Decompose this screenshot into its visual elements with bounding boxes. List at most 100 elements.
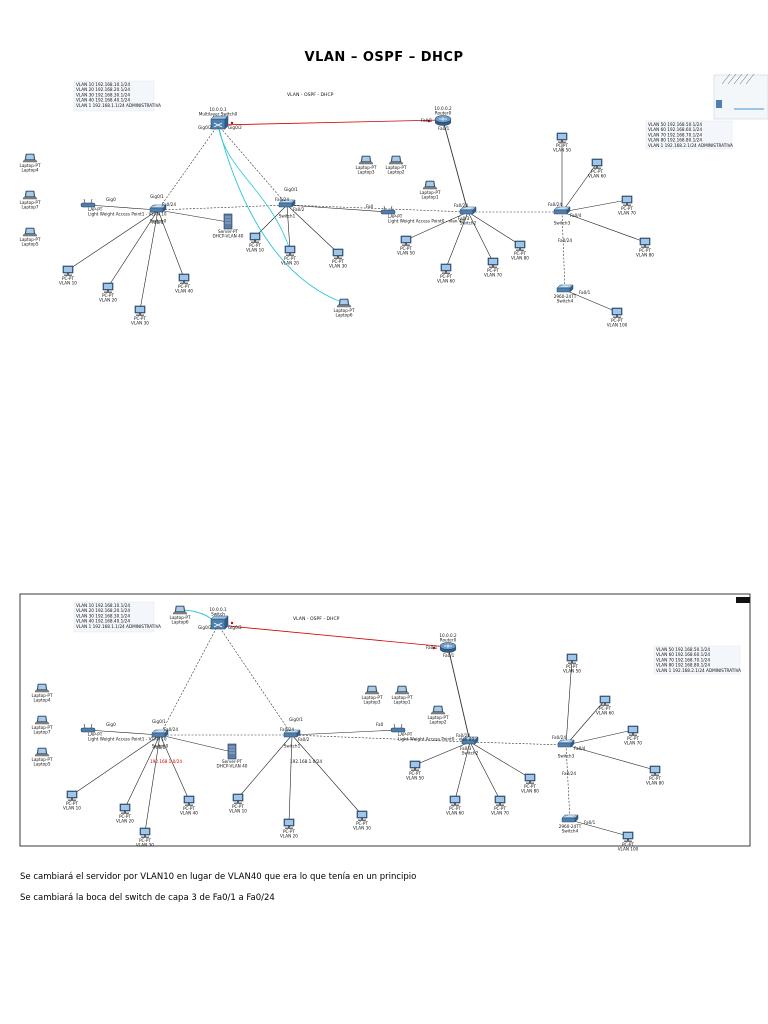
pc-icon[interactable] xyxy=(622,831,634,842)
port-label: Fa0/1 xyxy=(154,745,166,750)
server-icon[interactable] xyxy=(227,743,237,760)
laptop-icon[interactable] xyxy=(34,683,50,693)
port-label: Fa0/2 xyxy=(298,737,310,742)
pc-icon[interactable] xyxy=(283,818,295,829)
port-label: Gig0/1 xyxy=(152,719,166,724)
node-model-label: PC-PT xyxy=(514,251,526,256)
ap-icon[interactable] xyxy=(80,723,96,733)
node-name-label: VLAN 50 xyxy=(406,776,424,781)
laptop-icon[interactable] xyxy=(336,298,352,308)
node-model-label: PC-PT xyxy=(649,776,661,781)
switch-icon[interactable] xyxy=(557,739,575,748)
ap-icon[interactable] xyxy=(390,723,406,733)
switch-icon[interactable] xyxy=(556,284,574,293)
switch-icon[interactable] xyxy=(283,729,301,738)
pc-icon[interactable] xyxy=(332,248,344,259)
pc-icon[interactable] xyxy=(440,263,452,274)
switch-icon[interactable] xyxy=(151,729,169,738)
pc-icon[interactable] xyxy=(66,790,78,801)
laptop-icon[interactable] xyxy=(22,153,38,163)
switch-icon[interactable] xyxy=(461,736,479,745)
laptop-icon[interactable] xyxy=(430,705,446,715)
node-name-label: Laptop6 xyxy=(171,620,188,625)
pc-icon[interactable] xyxy=(119,803,131,814)
pc-icon[interactable] xyxy=(556,132,568,143)
pc-icon[interactable] xyxy=(611,307,623,318)
node-name-label: VLAN 80 xyxy=(511,256,529,261)
port-label: Fa0/24 xyxy=(162,202,176,207)
pc-icon[interactable] xyxy=(400,235,412,246)
switch-icon[interactable] xyxy=(553,206,571,215)
laptop-icon[interactable] xyxy=(358,155,374,165)
pc-icon[interactable] xyxy=(356,810,368,821)
node-model-label: PC-PT xyxy=(409,771,421,776)
pc-icon[interactable] xyxy=(249,232,261,243)
ap-icon[interactable] xyxy=(80,198,96,208)
node-model-label: Laptop-PT xyxy=(19,237,40,242)
note-port-change: Se cambiará la boca del switch de capa 3… xyxy=(20,893,275,903)
node-model-label: PC-PT xyxy=(283,829,295,834)
pc-icon[interactable] xyxy=(449,795,461,806)
node-model-label: Laptop-PT xyxy=(169,615,190,620)
pc-icon[interactable] xyxy=(566,653,578,664)
vlan-info-line: VLAN 80 192.168.80.1/24 xyxy=(656,663,710,668)
switch-icon[interactable] xyxy=(149,204,167,213)
node-model-label: PC-PT xyxy=(284,256,296,261)
pc-icon[interactable] xyxy=(524,773,536,784)
node-model-label: PC-PT xyxy=(102,293,114,298)
pc-icon[interactable] xyxy=(494,795,506,806)
switch-icon[interactable] xyxy=(278,199,296,208)
laptop-icon[interactable] xyxy=(364,685,380,695)
pc-icon[interactable] xyxy=(183,795,195,806)
laptop-icon[interactable] xyxy=(22,227,38,237)
node-model-label: PC-PT xyxy=(591,169,603,174)
mls-icon[interactable] xyxy=(210,615,229,630)
laptop-icon[interactable] xyxy=(22,190,38,200)
pc-icon[interactable] xyxy=(102,282,114,293)
pc-icon[interactable] xyxy=(514,240,526,251)
pc-icon[interactable] xyxy=(649,765,661,776)
router-icon[interactable] xyxy=(434,115,452,126)
thumbnail-screenshot xyxy=(713,73,768,120)
laptop-icon[interactable] xyxy=(34,715,50,725)
node-name-label: DHCP-VLAN 40 xyxy=(217,764,248,769)
laptop-icon[interactable] xyxy=(422,180,438,190)
pc-icon[interactable] xyxy=(487,257,499,268)
pc-icon[interactable] xyxy=(232,793,244,804)
switch-icon[interactable] xyxy=(561,814,579,823)
link xyxy=(565,699,606,746)
node-model-label: Laptop-PT xyxy=(391,695,412,700)
link xyxy=(561,162,598,213)
link xyxy=(469,741,501,801)
laptop-icon[interactable] xyxy=(172,605,188,615)
pc-icon[interactable] xyxy=(639,237,651,248)
laptop-icon[interactable] xyxy=(388,155,404,165)
laptop-icon[interactable] xyxy=(34,747,50,757)
pc-icon[interactable] xyxy=(599,695,611,706)
pc-icon[interactable] xyxy=(591,158,603,169)
mls-icon[interactable] xyxy=(210,115,229,130)
pc-icon[interactable] xyxy=(284,245,296,256)
node-model-label: Laptop-PT xyxy=(419,190,440,195)
node-model-label: 10.0.0.1 xyxy=(209,607,227,612)
node-name-label: Laptop2 xyxy=(387,170,404,175)
pc-icon[interactable] xyxy=(621,195,633,206)
node-name-label: Router0 xyxy=(440,638,457,643)
router-icon[interactable] xyxy=(439,642,457,653)
switch-icon[interactable] xyxy=(459,206,477,215)
pc-icon[interactable] xyxy=(62,265,74,276)
ap-icon[interactable] xyxy=(380,205,396,215)
node-name-label: Switch0 xyxy=(150,219,167,224)
server-icon[interactable] xyxy=(223,213,233,230)
laptop-icon[interactable] xyxy=(394,685,410,695)
link xyxy=(107,209,159,288)
node-name-label: Laptop5 xyxy=(33,762,50,767)
pc-icon[interactable] xyxy=(627,725,639,736)
pc-icon[interactable] xyxy=(178,273,190,284)
pc-icon[interactable] xyxy=(134,305,146,316)
pc-icon[interactable] xyxy=(409,760,421,771)
pc-icon[interactable] xyxy=(139,827,151,838)
vlan-info-line: VLAN 60 192.168.60.1/24 xyxy=(656,652,710,657)
node-name-label: VLAN 80 xyxy=(646,781,664,786)
link xyxy=(569,819,629,837)
